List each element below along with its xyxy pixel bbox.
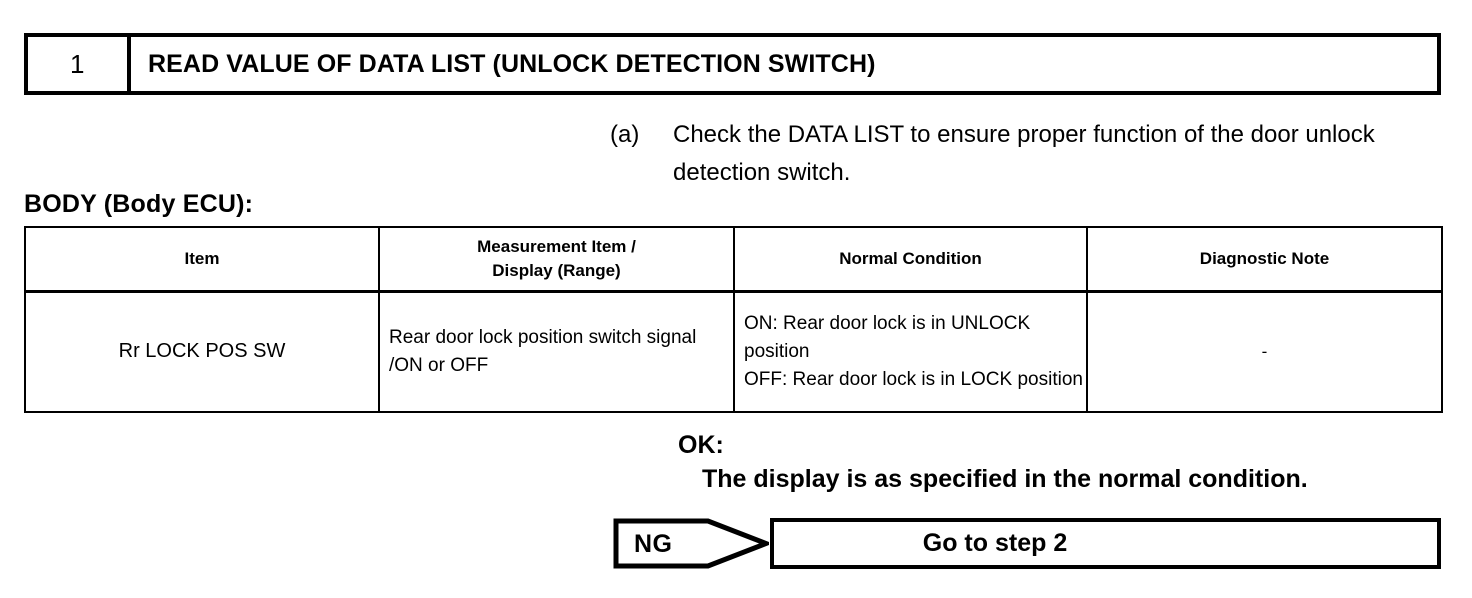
column-header-item: Item [24, 226, 380, 293]
table-header-row: Item Measurement Item / Display (Range) … [24, 226, 1443, 293]
cell-normal-condition: ON: Rear door lock is in UNLOCK position… [733, 289, 1088, 413]
instruction-marker: (a) [610, 121, 640, 148]
data-list-table: Item Measurement Item / Display (Range) … [24, 226, 1443, 413]
result-ok-label: OK: [678, 431, 724, 459]
column-header-normal-condition: Normal Condition [733, 226, 1088, 293]
step-header-bar: 1 READ VALUE OF DATA LIST (UNLOCK DETECT… [24, 33, 1441, 95]
cell-item: Rr LOCK POS SW [24, 289, 380, 413]
result-ok-block: OK: The display is as specified in the n… [678, 428, 1308, 496]
column-header-measurement: Measurement Item / Display (Range) [378, 226, 735, 293]
ng-arrow-shape [613, 518, 769, 569]
table-row: Rr LOCK POS SW Rear door lock position s… [24, 289, 1443, 413]
cell-measurement: Rear door lock position switch signal/ON… [378, 289, 735, 413]
step-number: 1 [28, 37, 131, 91]
step-title: READ VALUE OF DATA LIST (UNLOCK DETECTIO… [148, 49, 876, 78]
instruction-text: Check the DATA LIST to ensure proper fun… [673, 121, 1375, 186]
section-label-body-ecu: BODY (Body ECU): [24, 190, 254, 218]
instruction-block: (a) Check the DATA LIST to ensure proper… [610, 116, 1450, 192]
column-header-measurement-line2: Display (Range) [492, 260, 621, 280]
cell-diagnostic-note: - [1086, 289, 1443, 413]
next-step-box[interactable] [770, 518, 1441, 569]
column-header-diagnostic-note: Diagnostic Note [1086, 226, 1443, 293]
next-step-label: Go to step 2 [922, 529, 1068, 557]
column-header-measurement-line1: Measurement Item / [477, 236, 636, 256]
result-ok-text: The display is as specified in the norma… [702, 465, 1308, 493]
arrow-right-icon [613, 518, 769, 569]
ng-label: NG [634, 530, 673, 558]
